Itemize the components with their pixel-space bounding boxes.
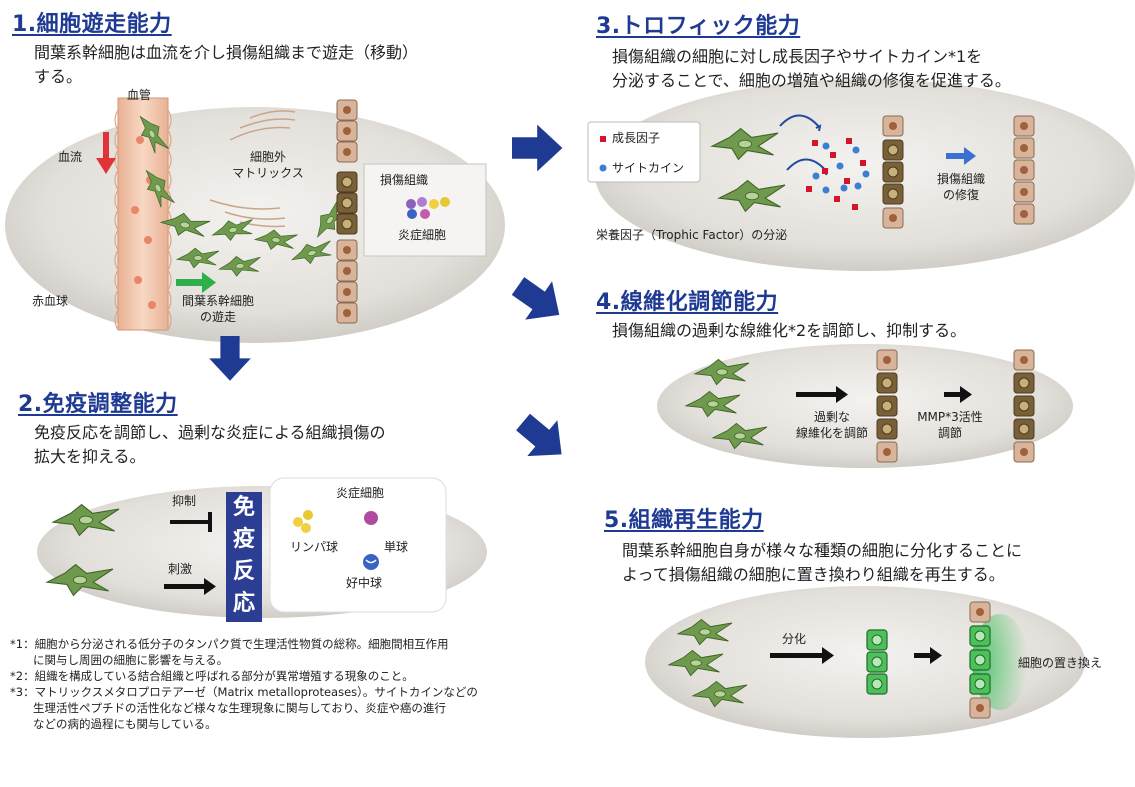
- immune-char-1: 免: [232, 495, 255, 520]
- arrow-1-to-3: [512, 124, 563, 172]
- legend-box: [587, 121, 701, 183]
- section4-title: 4.線維化調節能力: [596, 290, 779, 315]
- label-neutrophil: 好中球: [346, 576, 383, 590]
- arrow-1-to-4: [504, 266, 573, 335]
- blood-flow-arrow: [96, 132, 116, 174]
- legend-cytokine: サイトカイン: [612, 161, 685, 175]
- arrow-1-to-5: [507, 404, 577, 473]
- label-ecm-line2: マトリックス: [232, 166, 304, 180]
- green-migration-arrow: [176, 272, 216, 293]
- tissue-column-s4a: [876, 349, 898, 463]
- section3-desc-line2: 分泌することで、細胞の増殖や組織の修復を促進する。: [612, 71, 1011, 90]
- label-mmp-line2: 調節: [937, 426, 962, 440]
- fibrosis-arrow-1: [796, 386, 848, 403]
- section3-desc-line1: 損傷組織の細胞に対し成長因子やサイトカイン*1を: [612, 47, 983, 66]
- lymphocyte-icon: [293, 510, 313, 533]
- label-inflammatory-cells-s1: 炎症細胞: [398, 228, 447, 242]
- label-inflammatory-cells-s2: 炎症細胞: [335, 486, 384, 500]
- section4-desc: 損傷組織の過剰な線維化*2を調節し、抑制する。: [612, 321, 967, 340]
- section5-desc-line2: よって損傷組織の細胞に置き換わり組織を再生する。: [622, 565, 1005, 584]
- section2-desc-line1: 免疫反応を調節し、過剰な炎症による組織損傷の: [34, 423, 386, 442]
- immune-response-box: 免 疫 反 応: [226, 492, 262, 622]
- footnote-1b: に関与し周囲の細胞に影響を与える。: [10, 653, 229, 667]
- differentiation-arrow: [770, 647, 834, 664]
- label-blood-vessel: 血管: [127, 88, 152, 102]
- section1-title: 1.細胞遊走能力: [12, 12, 172, 37]
- immune-char-4: 応: [232, 591, 255, 616]
- label-ecm-line1: 細胞外: [249, 150, 286, 164]
- label-blood-flow: 血流: [58, 150, 83, 164]
- legend-growth-factor: 成長因子: [612, 131, 661, 145]
- footnote-2: *2：組織を構成している結合組織と呼ばれる部分が異常増殖する現象のこと。: [10, 669, 414, 683]
- stimulate-arrow: [164, 578, 216, 595]
- label-lymphocyte: リンパ球: [290, 540, 339, 554]
- label-suppress: 抑制: [172, 494, 197, 508]
- green-cell-column: [866, 629, 888, 695]
- replace-arrow: [914, 647, 942, 664]
- label-replacement: 細胞の置き換え: [1018, 656, 1103, 670]
- label-excess-fibrosis-line2: 線維化を調節: [795, 426, 868, 440]
- immune-char-3: 反: [232, 559, 255, 584]
- tissue-column-s3b: [1013, 115, 1035, 225]
- label-repair-line1: 損傷組織: [936, 172, 985, 186]
- regenerated-tissue-column: [969, 601, 991, 719]
- label-msc-migration-line2: の遊走: [199, 310, 236, 324]
- footnote-3c: などの病的過程にも関与している。: [10, 717, 217, 731]
- footnote-3b: 生理活性ペプチドの活性化など様々な生理現象に関与しており、炎症や癌の進行: [10, 701, 446, 715]
- section2-title: 2.免疫調整能力: [18, 392, 178, 417]
- footnote-1a: *1：細胞から分泌される低分子のタンパク質で生理活性物質の総称。細胞間相互作用: [10, 637, 449, 651]
- inflammatory-cells-icon: [406, 197, 450, 219]
- section5-desc-line1: 間葉系幹細胞自身が様々な種類の細胞に分化することに: [622, 541, 1023, 560]
- neutrophil-icon: [363, 554, 379, 570]
- label-mmp-line1: MMP*3活性: [917, 410, 983, 424]
- label-differentiation: 分化: [782, 632, 807, 646]
- label-msc-migration-line1: 間葉系幹細胞: [181, 294, 254, 308]
- tissue-column-s4b: [1013, 349, 1035, 463]
- factor-cluster: [806, 138, 870, 210]
- blood-vessel: [114, 97, 172, 331]
- label-excess-fibrosis-line1: 過剰な: [813, 410, 850, 424]
- growth-factor-icon: [600, 136, 606, 142]
- repair-arrow: [946, 147, 976, 165]
- immune-char-2: 疫: [232, 527, 255, 552]
- label-trophic-secretion: 栄養因子（Trophic Factor）の分泌: [596, 228, 788, 242]
- label-damaged-tissue: 損傷組織: [380, 173, 429, 187]
- section3-title: 3.トロフィック能力: [596, 14, 801, 39]
- monocyte-icon: [364, 511, 378, 525]
- footnotes: *1：細胞から分泌される低分子のタンパク質で生理活性物質の総称。細胞間相互作用 …: [10, 636, 478, 732]
- label-rbc: 赤血球: [32, 294, 69, 308]
- label-stimulate: 刺激: [168, 562, 193, 576]
- cytokine-icon: [599, 164, 607, 172]
- section1-desc-line2: する。: [34, 67, 83, 86]
- label-monocyte: 単球: [384, 540, 409, 554]
- section5-title: 5.組織再生能力: [604, 508, 764, 533]
- suppress-arrow: [170, 512, 212, 532]
- tissue-column-s3a: [882, 115, 904, 229]
- label-repair-line2: の修復: [942, 188, 979, 202]
- tissue-column-s1: [336, 99, 358, 324]
- fibrosis-arrow-2: [944, 386, 972, 403]
- section4-oval: [657, 344, 1073, 468]
- section2-desc-line2: 拡大を抑える。: [34, 447, 146, 466]
- footnote-3a: *3：マトリックスメタロプロテアーゼ（Matrix metalloproteas…: [10, 685, 478, 699]
- inflammatory-cells-box: [269, 477, 447, 613]
- section1-desc-line1: 間葉系幹細胞は血流を介し損傷組織まで遊走（移動）: [34, 43, 419, 62]
